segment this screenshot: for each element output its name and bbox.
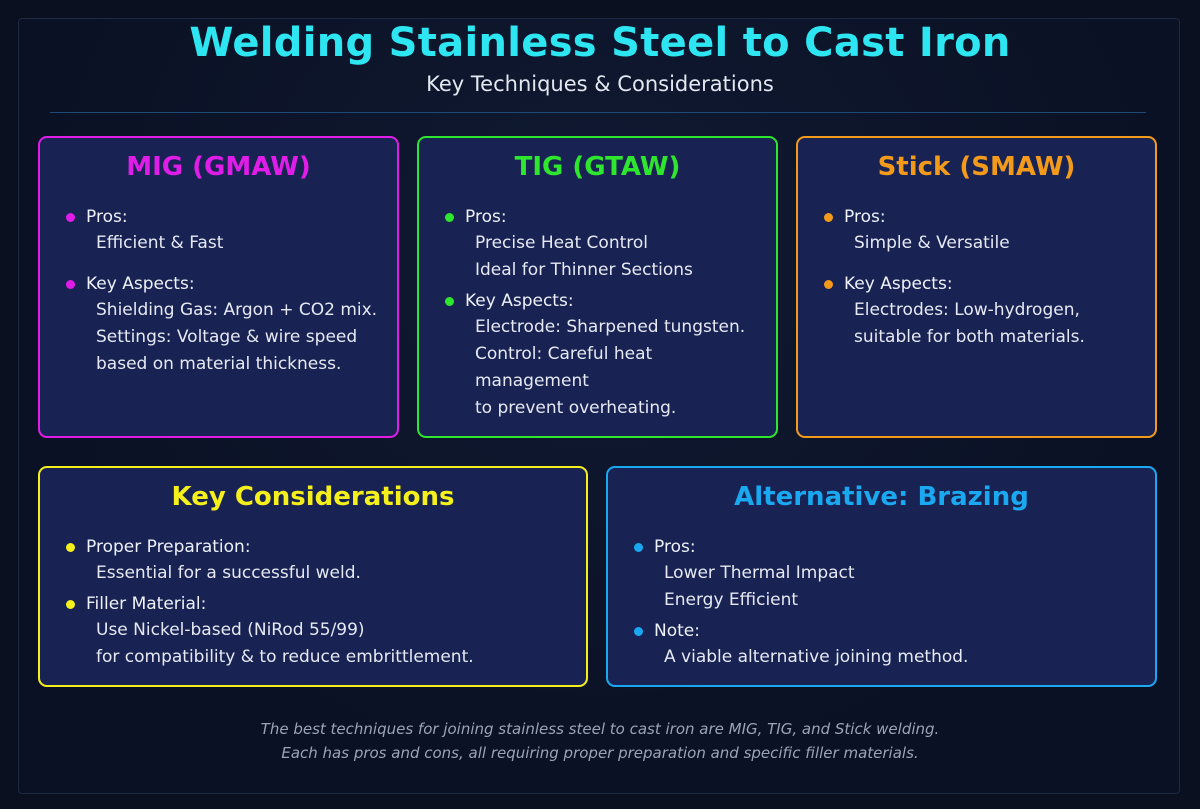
item-label: Pros: (654, 537, 696, 557)
bullet-dot-icon (634, 627, 643, 636)
card-mig-item-pros: Pros: Efficient & Fast (64, 204, 387, 257)
item-line: Lower Thermal Impact (664, 563, 855, 583)
card-mig-items: Pros: Efficient & Fast Key Aspects: Shie… (64, 204, 387, 378)
card-key-item-preparation: Proper Preparation: Essential for a succ… (64, 534, 576, 587)
bullet-dot-icon (824, 213, 833, 222)
card-alt-item-pros: Pros: Lower Thermal Impact Energy Effici… (632, 534, 1145, 614)
bullet-dot-icon (66, 213, 75, 222)
page-title: Welding Stainless Steel to Cast Iron (189, 20, 1011, 66)
item-line: Electrodes: Low-hydrogen, (854, 300, 1080, 320)
card-mig-title: MIG (GMAW) (126, 152, 311, 182)
item-label: Proper Preparation: (86, 537, 251, 557)
item-line: based on material thickness. (96, 354, 342, 374)
item-line: Precise Heat Control (475, 233, 648, 253)
card-tig: TIG (GTAW) Pros: Precise Heat Control Id… (417, 136, 778, 438)
card-stick: Stick (SMAW) Pros: Simple & Versatile Ke… (796, 136, 1157, 438)
card-tig-item-pros: Pros: Precise Heat Control Ideal for Thi… (443, 204, 766, 284)
bullet-dot-icon (66, 543, 75, 552)
item-line: Shielding Gas: Argon + CO2 mix. (96, 300, 378, 320)
item-line: Ideal for Thinner Sections (475, 260, 693, 280)
card-stick-item-pros: Pros: Simple & Versatile (822, 204, 1145, 257)
bullet-dot-icon (66, 600, 75, 609)
bullet-dot-icon (445, 297, 454, 306)
card-alternative-brazing: Alternative: Brazing Pros: Lower Thermal… (606, 466, 1157, 687)
card-alt-item-note: Note: A viable alternative joining metho… (632, 618, 1145, 671)
card-tig-items: Pros: Precise Heat Control Ideal for Thi… (443, 204, 766, 422)
item-line: for compatibility & to reduce embrittlem… (96, 647, 474, 667)
item-line: A viable alternative joining method. (664, 647, 969, 667)
page-subtitle: Key Techniques & Considerations (426, 72, 774, 96)
item-label: Key Aspects: (86, 274, 195, 294)
item-line: Settings: Voltage & wire speed (96, 327, 358, 347)
item-line: Efficient & Fast (96, 233, 224, 253)
bullet-dot-icon (66, 280, 75, 289)
item-label: Key Aspects: (465, 291, 574, 311)
item-line: Simple & Versatile (854, 233, 1010, 253)
header-divider (50, 112, 1146, 113)
bullet-dot-icon (824, 280, 833, 289)
item-line: to prevent overheating. (475, 398, 677, 418)
item-label: Pros: (465, 207, 507, 227)
item-line: Essential for a successful weld. (96, 563, 361, 583)
item-line: Control: Careful heat management (475, 344, 653, 391)
item-line: Energy Efficient (664, 590, 799, 610)
item-label: Filler Material: (86, 594, 207, 614)
card-tig-title: TIG (GTAW) (514, 152, 681, 182)
bullet-dot-icon (634, 543, 643, 552)
item-line: Use Nickel-based (NiRod 55/99) (96, 620, 365, 640)
card-mig: MIG (GMAW) Pros: Efficient & Fast Key As… (38, 136, 399, 438)
footer-line-1: The best techniques for joining stainles… (260, 720, 940, 738)
card-stick-title: Stick (SMAW) (877, 152, 1076, 182)
item-label: Key Aspects: (844, 274, 953, 294)
bullet-dot-icon (445, 213, 454, 222)
item-line: suitable for both materials. (854, 327, 1085, 347)
card-alt-title: Alternative: Brazing (734, 482, 1029, 512)
item-line: Electrode: Sharpened tungsten. (475, 317, 746, 337)
card-key-title: Key Considerations (171, 482, 455, 512)
card-stick-items: Pros: Simple & Versatile Key Aspects: El… (822, 204, 1145, 351)
footer-line-2: Each has pros and cons, all requiring pr… (281, 744, 919, 762)
card-key-item-filler: Filler Material: Use Nickel-based (NiRod… (64, 591, 576, 671)
card-alt-items: Pros: Lower Thermal Impact Energy Effici… (632, 534, 1145, 671)
item-label: Pros: (86, 207, 128, 227)
card-key-items: Proper Preparation: Essential for a succ… (64, 534, 576, 671)
item-label: Note: (654, 621, 700, 641)
item-label: Pros: (844, 207, 886, 227)
card-stick-item-key-aspects: Key Aspects: Electrodes: Low-hydrogen, s… (822, 271, 1145, 351)
card-mig-item-key-aspects: Key Aspects: Shielding Gas: Argon + CO2 … (64, 271, 387, 378)
card-tig-item-key-aspects: Key Aspects: Electrode: Sharpened tungst… (443, 288, 766, 422)
card-key-considerations: Key Considerations Proper Preparation: E… (38, 466, 588, 687)
